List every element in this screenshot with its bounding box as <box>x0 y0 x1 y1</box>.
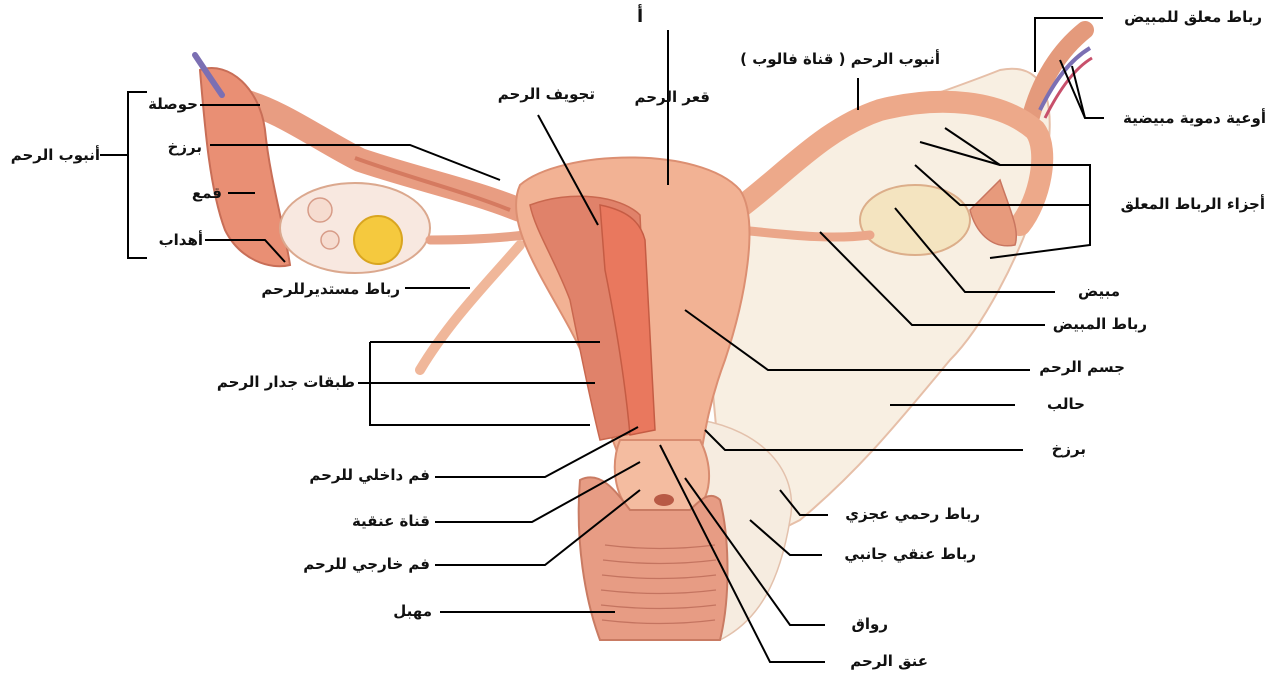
label-fimbriae: أهداب <box>145 231 203 249</box>
label-fundus: قعر الرحم <box>610 88 710 106</box>
label-cervical-canal: قناة عنقية <box>330 512 430 530</box>
label-ampulla: حوصلة <box>138 95 198 113</box>
label-infundibulum: قمع <box>150 184 222 202</box>
label-ligament-parts: أجزاء الرباط المعلق <box>1105 195 1265 213</box>
label-round-ligament: رباط مستديرللرحم <box>240 280 400 298</box>
label-cardinal-ligament: رباط عنقي جانبي <box>826 545 976 563</box>
label-ovary: مبيض <box>1060 282 1120 300</box>
label-uterine-tube: أنبوب الرحم <box>5 146 100 164</box>
left-ovary <box>280 183 430 273</box>
label-isthmus-right: برزخ <box>1023 440 1086 458</box>
round-ligament <box>420 245 520 370</box>
external-os-opening <box>654 494 674 506</box>
label-uterine-body: جسم الرحم <box>1030 358 1125 376</box>
label-wall-layers: طبقات جدار الرحم <box>220 373 355 391</box>
label-fallopian-tube: أنبوب الرحم ( قناة فالوب ) <box>735 50 940 68</box>
label-isthmus-left: برزخ <box>140 138 202 156</box>
label-ovarian-ligament: رباط المبيض <box>1047 315 1147 333</box>
label-uterine-cavity: تجويف الرحم <box>470 85 595 103</box>
left-infundibulum <box>200 68 290 266</box>
label-fornix: رواق <box>828 615 888 633</box>
left-follicle-small-1 <box>308 198 332 222</box>
left-follicle-small-2 <box>321 231 339 249</box>
label-ureter: حالب <box>1015 395 1085 413</box>
left-follicle <box>354 216 402 264</box>
label-external-os: فم خارجي للرحم <box>285 555 430 573</box>
label-uterosacral-ligament: رباط رحمي عجزي <box>830 505 980 523</box>
right-ovary <box>860 185 970 255</box>
left-ovarian-ligament <box>430 235 525 240</box>
label-suspensory-ovary: رباط معلق للمبيض <box>1102 8 1262 26</box>
label-internal-os: فم داخلي للرحم <box>290 466 430 484</box>
label-ovarian-vessels: أوعية دموية مبيضية <box>1108 109 1266 127</box>
label-cervix: عنق الرحم <box>828 652 928 670</box>
suspensory-ligament-right <box>1030 30 1085 120</box>
label-vagina: مهبل <box>360 602 432 620</box>
figure-letter: أ <box>637 8 643 26</box>
